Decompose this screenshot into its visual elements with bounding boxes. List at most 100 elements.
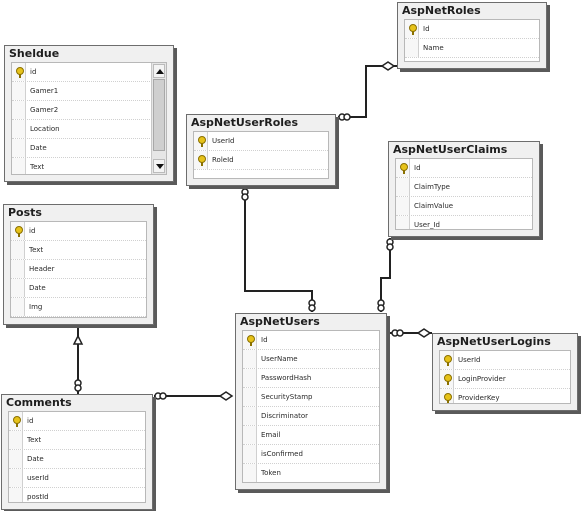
- column-name: Discriminator: [261, 412, 309, 420]
- column-list: UserId LoginProvider ProviderKey: [439, 350, 571, 404]
- column-name: Text: [27, 436, 42, 444]
- link-userroles-roles: [338, 65, 398, 118]
- scrollbar-thumb[interactable]: [153, 79, 165, 151]
- column-name: SecurityStamp: [261, 393, 313, 401]
- column-name: postId: [27, 493, 49, 501]
- column-name: Email: [261, 431, 281, 439]
- column-row[interactable]: RoleId: [194, 151, 328, 170]
- column-name: Date: [29, 284, 46, 292]
- column-row[interactable]: Gamer1: [12, 82, 166, 101]
- column-row[interactable]: Date: [11, 279, 146, 298]
- column-row[interactable]: id: [12, 63, 166, 82]
- column-row[interactable]: ClaimType: [396, 178, 532, 197]
- link-userclaims-users: [380, 238, 391, 312]
- column-row[interactable]: SecurityStamp: [243, 388, 379, 407]
- column-row[interactable]: ProviderKey: [440, 389, 570, 403]
- column-name: UserId: [212, 137, 235, 145]
- column-row[interactable]: ClaimValue: [396, 197, 532, 216]
- column-name: id: [29, 227, 36, 235]
- scroll-down-arrow-icon[interactable]: [153, 159, 165, 173]
- column-list: Id ClaimType ClaimValue User_Id: [395, 158, 533, 230]
- column-row[interactable]: Discriminator: [243, 407, 379, 426]
- column-row[interactable]: userId: [9, 469, 145, 488]
- column-name: Gamer2: [30, 106, 59, 114]
- column-name: ClaimType: [414, 183, 450, 191]
- column-row[interactable]: Id: [243, 331, 379, 350]
- key-icon: [409, 24, 417, 35]
- column-row[interactable]: UserId: [194, 132, 328, 151]
- column-row[interactable]: Text: [9, 431, 145, 450]
- column-name: User_Id: [414, 221, 440, 229]
- column-row[interactable]: Gamer2: [12, 101, 166, 120]
- column-name: Text: [29, 246, 44, 254]
- scroll-up-arrow-icon[interactable]: [153, 64, 165, 78]
- column-row[interactable]: Name: [405, 39, 539, 58]
- table-title: AspNetUserClaims: [393, 143, 508, 156]
- table-title: AspNetUserRoles: [191, 116, 299, 129]
- column-list: Id Name: [404, 19, 540, 62]
- table-comments[interactable]: Comments id Text Date userId postId: [1, 394, 153, 510]
- column-row[interactable]: Id: [396, 159, 532, 178]
- column-row[interactable]: postId: [9, 488, 145, 502]
- column-list: id Text Date userId postId: [8, 411, 146, 503]
- column-name: ClaimValue: [414, 202, 454, 210]
- column-name: UserId: [458, 356, 481, 364]
- key-icon: [444, 355, 452, 366]
- column-name: isConfirmed: [261, 450, 303, 458]
- column-row[interactable]: PasswordHash: [243, 369, 379, 388]
- table-aspnetroles[interactable]: AspNetRoles Id Name: [397, 2, 547, 69]
- column-name: UserName: [261, 355, 298, 363]
- table-sheldue[interactable]: Sheldue id Gamer1 Gamer2 Location Date T…: [4, 45, 174, 182]
- column-row[interactable]: Id: [405, 20, 539, 39]
- column-row[interactable]: UserId: [440, 351, 570, 370]
- column-name: Token: [261, 469, 281, 477]
- column-row[interactable]: Date: [12, 139, 166, 158]
- column-name: Location: [30, 125, 60, 133]
- column-name: LoginProvider: [458, 375, 506, 383]
- column-row[interactable]: Text: [11, 241, 146, 260]
- key-icon: [15, 226, 23, 237]
- table-aspnetuserlogins[interactable]: AspNetUserLogins UserId LoginProvider Pr…: [432, 333, 578, 411]
- table-title: Comments: [6, 396, 72, 409]
- column-row[interactable]: Location: [12, 120, 166, 139]
- key-icon: [198, 136, 206, 147]
- vertical-scrollbar[interactable]: [151, 63, 166, 174]
- table-aspnetuserclaims[interactable]: AspNetUserClaims Id ClaimType ClaimValue…: [388, 141, 540, 237]
- column-row[interactable]: User_Id: [396, 216, 532, 229]
- column-row[interactable]: Text: [12, 158, 166, 174]
- table-aspnetuserroles[interactable]: AspNetUserRoles UserId RoleId: [186, 114, 336, 186]
- key-icon: [13, 416, 21, 427]
- column-name: Date: [30, 144, 47, 152]
- column-row[interactable]: UserName: [243, 350, 379, 369]
- table-title: Sheldue: [9, 47, 60, 60]
- key-icon: [444, 393, 452, 403]
- column-row[interactable]: Date: [9, 450, 145, 469]
- column-name: PasswordHash: [261, 374, 312, 382]
- column-list: Id UserName PasswordHash SecurityStamp D…: [242, 330, 380, 483]
- column-name: Date: [27, 455, 44, 463]
- column-name: ProviderKey: [458, 394, 500, 402]
- column-name: id: [30, 68, 37, 76]
- column-name: Id: [414, 164, 421, 172]
- column-row[interactable]: Header: [11, 260, 146, 279]
- column-name: RoleId: [212, 156, 234, 164]
- column-row[interactable]: id: [11, 222, 146, 241]
- column-row[interactable]: Email: [243, 426, 379, 445]
- column-name: userId: [27, 474, 49, 482]
- table-posts[interactable]: Posts id Text Header Date Img: [3, 204, 154, 325]
- column-name: Header: [29, 265, 55, 273]
- column-name: id: [27, 417, 34, 425]
- table-title: Posts: [8, 206, 42, 219]
- column-name: Id: [423, 25, 430, 33]
- table-aspnetusers[interactable]: AspNetUsers Id UserName PasswordHash Sec…: [235, 313, 387, 490]
- column-list: UserId RoleId: [193, 131, 329, 179]
- column-row[interactable]: LoginProvider: [440, 370, 570, 389]
- column-row[interactable]: isConfirmed: [243, 445, 379, 464]
- column-row[interactable]: id: [9, 412, 145, 431]
- column-row[interactable]: Img: [11, 298, 146, 317]
- key-icon: [444, 374, 452, 385]
- column-list: id Text Header Date Img: [10, 221, 147, 318]
- table-title: AspNetRoles: [402, 4, 481, 17]
- column-row[interactable]: Token: [243, 464, 379, 482]
